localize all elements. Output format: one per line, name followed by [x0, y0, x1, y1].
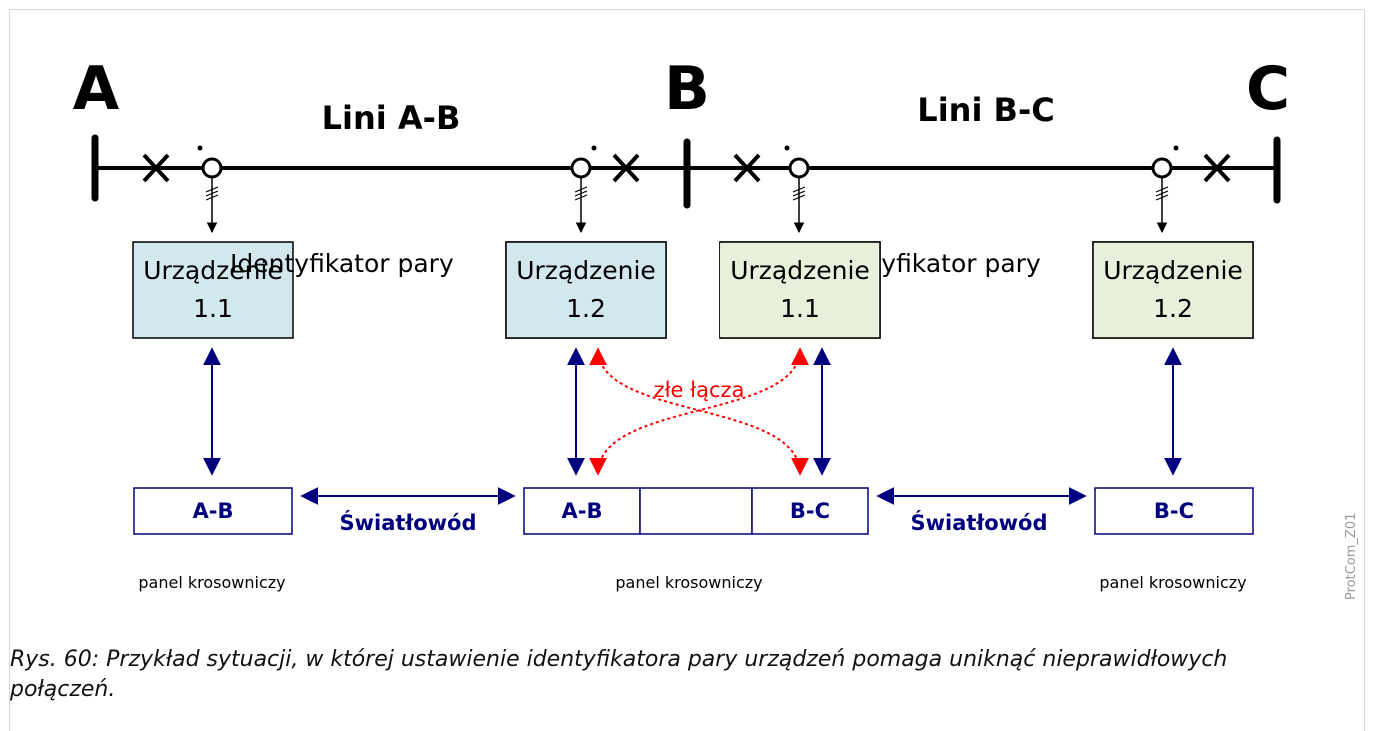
device-num-ab-1: 1.1	[193, 294, 233, 323]
patch-panel-label-right: panel krosowniczy	[1099, 573, 1246, 592]
figure-caption: Rys. 60: Przykład sytuacji, w której ust…	[10, 647, 1228, 702]
wrong-links-label: złe łącza	[654, 378, 745, 402]
breaker-icon	[733, 153, 761, 183]
current-transformer-icon	[1151, 145, 1179, 234]
current-transformer-icon	[197, 145, 223, 234]
patch-port-middle-empty	[639, 487, 753, 535]
device-num-ab-2: 1.2	[566, 294, 606, 323]
breaker-icon	[612, 153, 640, 183]
patch-port-label-left: A-B	[193, 499, 234, 523]
device-name-ab-1: Urządzenie	[143, 256, 283, 285]
current-transformer-icon	[784, 145, 810, 234]
patch-panel-label-middle: panel krosowniczy	[615, 573, 762, 592]
current-transformer-icon	[570, 145, 597, 234]
patch-port-middle-right	[751, 487, 869, 535]
station-label-b: B	[664, 54, 710, 124]
device-num-bc-1: 1.1	[780, 294, 820, 323]
breaker-icon	[1203, 153, 1231, 183]
station-label-a: A	[73, 54, 120, 124]
figure-id-watermark: ProtCom_Z01	[1344, 513, 1359, 600]
station-label-c: C	[1246, 54, 1290, 124]
patch-port-label-middle-left: A-B	[562, 499, 603, 523]
patch-port-right	[1094, 487, 1254, 535]
fiber-label-left: Światłowód	[339, 510, 476, 535]
patch-panel-label-left: panel krosowniczy	[138, 573, 285, 592]
pair-id-label-ab: Identyfikator pary	[230, 249, 454, 278]
device-name-bc-1: Urządzenie	[730, 256, 870, 285]
device-num-bc-2: 1.2	[1153, 294, 1193, 323]
device-name-ab-2: Urządzenie	[516, 256, 656, 285]
device-name-bc-2: Urządzenie	[1103, 256, 1243, 285]
line-label-ab: Lini A-B	[322, 99, 461, 137]
line-label-bc: Lini B-C	[917, 91, 1054, 129]
patch-port-middle-left	[523, 487, 641, 535]
wrong-link-arrow	[589, 347, 809, 476]
figure-frame	[9, 9, 1365, 731]
breaker-icon	[142, 153, 170, 183]
patch-port-left	[133, 487, 293, 535]
patch-port-label-right: B-C	[1154, 499, 1194, 523]
fiber-label-right: Światłowód	[910, 510, 1047, 535]
patch-port-label-middle-right: B-C	[790, 499, 830, 523]
wrong-link-arrow	[589, 347, 809, 476]
device-box-ab-1	[132, 241, 294, 339]
